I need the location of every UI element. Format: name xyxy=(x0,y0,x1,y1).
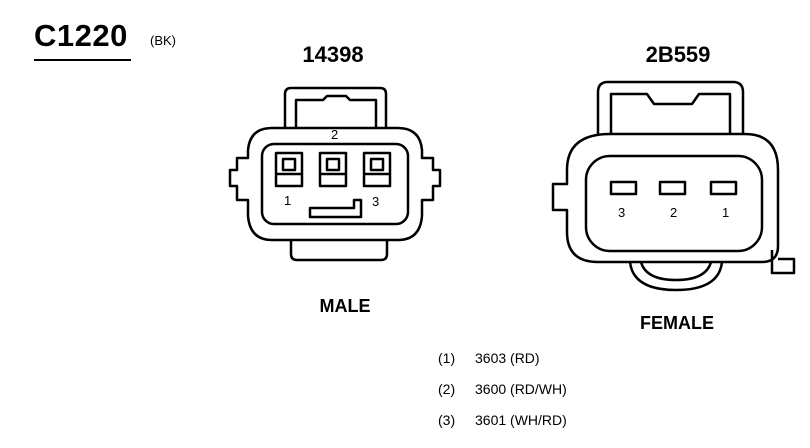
male-pin-1 xyxy=(281,157,297,172)
male-polarizing-key xyxy=(308,198,363,219)
male-connector-drawing xyxy=(228,86,442,262)
male-latch-inner xyxy=(294,94,378,128)
female-right-tab xyxy=(770,250,796,275)
female-pin-label-3: 3 xyxy=(618,205,625,220)
connector-color-code: (BK) xyxy=(150,33,176,48)
female-outer-body xyxy=(551,132,780,264)
legend-pin-number: (2) xyxy=(438,381,456,397)
male-inner-face xyxy=(260,142,410,226)
male-bottom-tab xyxy=(289,240,389,262)
legend-circuit: 3601 (WH/RD) xyxy=(475,412,567,428)
female-latch xyxy=(596,80,745,134)
female-connector-drawing xyxy=(551,80,796,292)
female-latch-inner xyxy=(609,92,732,134)
male-pin-label-1: 1 xyxy=(284,193,291,208)
male-cavity-1 xyxy=(274,151,304,188)
male-pin-label-2: 2 xyxy=(331,127,338,142)
female-pin-label-1: 1 xyxy=(722,205,729,220)
female-inner-face xyxy=(584,154,764,253)
female-gender-label: FEMALE xyxy=(640,313,714,333)
male-cavity-3 xyxy=(362,151,392,188)
female-part-number: 2B559 xyxy=(645,42,711,67)
male-pin-3 xyxy=(369,157,385,172)
female-bottom-arc-inner xyxy=(639,261,713,282)
male-pin-2 xyxy=(325,157,341,172)
legend-circuit: 3600 (RD/WH) xyxy=(475,381,567,397)
legend-pin-number: (1) xyxy=(438,350,456,366)
female-socket-1 xyxy=(709,180,738,196)
male-pin-label-3: 3 xyxy=(372,194,379,209)
male-gender-label: MALE xyxy=(319,296,371,316)
male-outer-body xyxy=(228,126,442,242)
female-bottom-arc xyxy=(628,261,724,292)
legend-pin-number: (3) xyxy=(438,412,456,428)
male-part-number: 14398 xyxy=(302,42,364,67)
male-latch xyxy=(283,86,388,128)
legend-circuit: 3603 (RD) xyxy=(475,350,540,366)
male-cavity-2 xyxy=(318,151,348,188)
connector-id-title: C1220 xyxy=(34,18,128,53)
title-underline xyxy=(34,59,131,61)
female-socket-3 xyxy=(609,180,638,196)
female-socket-2 xyxy=(658,180,687,196)
female-pin-label-2: 2 xyxy=(670,205,677,220)
